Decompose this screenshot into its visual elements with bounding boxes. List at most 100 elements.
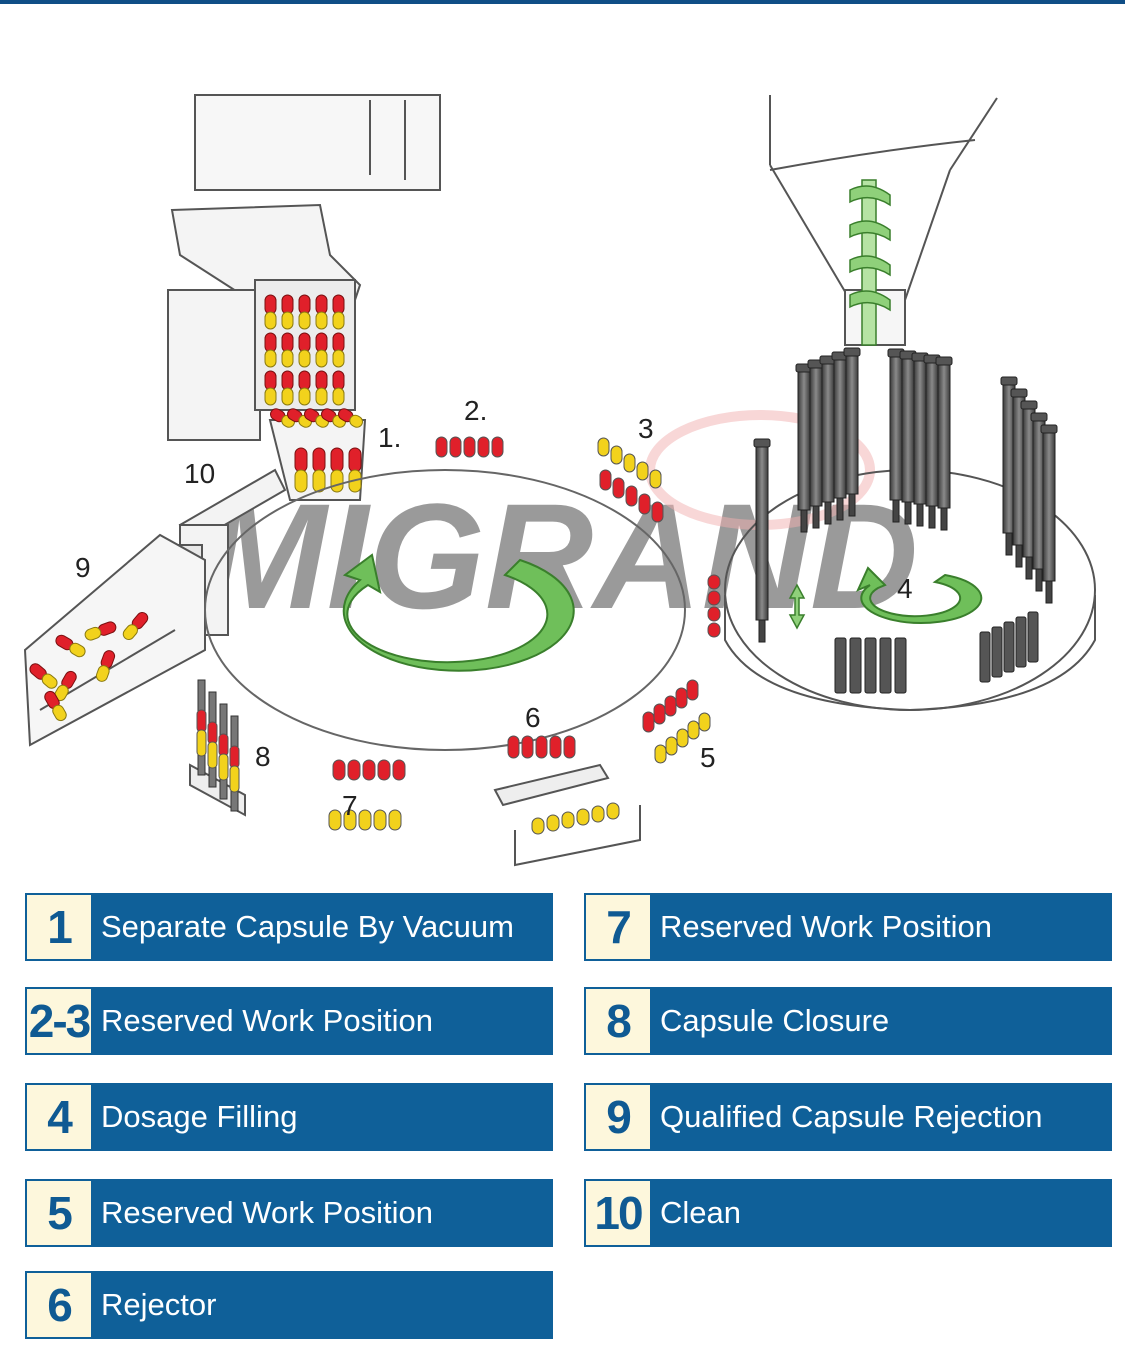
rejector-plate: [493, 763, 641, 867]
tamping-pin-icon: [894, 637, 907, 694]
capsule-half-icon: [392, 759, 406, 781]
capsule-icon: [332, 332, 345, 368]
capsule-icon: [298, 294, 311, 330]
capsule-half-icon: [675, 687, 688, 709]
capsule-icon: [54, 670, 77, 702]
capsule-half-icon: [343, 809, 357, 831]
legend-item-7: 7 Reserved Work Position: [584, 893, 1112, 961]
station-capsules: [328, 436, 721, 835]
capsule-half-icon: [435, 436, 448, 458]
dosing-hopper: [769, 95, 998, 346]
capsule-icon: [298, 332, 311, 368]
capsule-half-icon: [665, 736, 678, 756]
tamping-pin-icon: [991, 626, 1003, 678]
capsule-half-icon: [207, 741, 218, 769]
capsule-icon: [55, 634, 86, 658]
tamping-pin-icon: [979, 631, 991, 683]
tamping-pin-icon: [849, 637, 862, 694]
tamping-pin-icon: [834, 637, 847, 694]
legend-number: 5: [27, 1181, 93, 1245]
capsule-half-icon: [196, 729, 207, 757]
capsule-half-icon: [531, 817, 545, 835]
capsule-half-icon: [377, 759, 391, 781]
station-label-10: 10: [184, 458, 215, 489]
legend-number: 6: [27, 1273, 93, 1337]
station-label-7: 7: [342, 790, 358, 821]
capsule-icon: [264, 370, 277, 406]
capsule-half-icon: [707, 622, 721, 638]
station-label-6: 6: [525, 702, 541, 733]
capsule-half-icon: [535, 735, 548, 759]
legend-number: 2-3: [27, 989, 93, 1053]
capsule-half-icon: [687, 720, 700, 740]
capsule-half-icon: [653, 703, 666, 725]
capsule-half-icon: [328, 809, 342, 831]
station-label-3: 3: [638, 413, 654, 444]
capsule-filling-diagram: MIGRAND: [23, 94, 1096, 867]
capsule-icon: [330, 447, 344, 493]
capsule-half-icon: [625, 485, 638, 507]
capsule-half-icon: [491, 436, 504, 458]
capsule-half-icon: [651, 501, 664, 523]
legend-number: 10: [586, 1181, 652, 1245]
capsule-icon: [315, 370, 328, 406]
capsule-half-icon: [207, 721, 218, 745]
capsule-icon: [84, 621, 117, 641]
capsule-icon: [332, 370, 345, 406]
capsule-half-icon: [362, 759, 376, 781]
top-rule: [0, 0, 1125, 4]
station-label-4: 4: [897, 573, 913, 604]
station-labels: 1. 2. 3 4 5 6 7 8 9 10: [75, 395, 913, 821]
capsule-half-icon: [707, 606, 721, 622]
station-label-1: 1.: [378, 422, 401, 453]
capsule-icon: [312, 447, 326, 493]
legend-item-2-3: 2-3 Reserved Work Position: [25, 987, 553, 1055]
capsule-half-icon: [332, 759, 346, 781]
capsule-icon: [348, 447, 362, 493]
capsule-icon: [281, 294, 294, 330]
capsule-half-icon: [546, 814, 560, 832]
legend-number: 8: [586, 989, 652, 1053]
legend-label: Capsule Closure: [660, 1003, 890, 1038]
capsule-half-icon: [549, 735, 562, 759]
capsule-icon: [29, 663, 58, 689]
double-arrow-icon: [788, 583, 806, 630]
dosing-rotation-arrow-icon: [856, 566, 983, 624]
capsule-half-icon: [358, 809, 372, 831]
station-label-9: 9: [75, 552, 91, 583]
capsule-icon: [95, 650, 116, 682]
legend-number: 4: [27, 1085, 93, 1149]
tamping-pins: [753, 347, 1058, 694]
capsule-half-icon: [610, 445, 623, 465]
station-label-8: 8: [255, 741, 271, 772]
legend-label: Rejector: [101, 1287, 217, 1322]
capsule-half-icon: [388, 809, 402, 831]
capsule-half-icon: [218, 733, 229, 757]
legend-item-8: 8 Capsule Closure: [584, 987, 1112, 1055]
legend-label: Separate Capsule By Vacuum: [101, 909, 514, 944]
tamping-pin-icon: [1015, 616, 1027, 668]
capsule-icon: [44, 690, 67, 722]
capsule-icon: [332, 294, 345, 330]
tamping-rod-icon: [1020, 400, 1038, 580]
capsule-half-icon: [599, 469, 612, 491]
capsule-half-icon: [623, 453, 636, 473]
capsule-half-icon: [686, 679, 699, 701]
tamping-rod-icon: [753, 438, 771, 643]
capsule-half-icon: [597, 437, 610, 457]
tamping-pin-icon: [1027, 611, 1039, 663]
capsule-half-icon: [521, 735, 534, 759]
rotation-arrow-icon: [342, 553, 575, 672]
auger-screw-icon: [849, 179, 891, 346]
legend-item-10: 10 Clean: [584, 1179, 1112, 1247]
tamping-rod-icon: [795, 363, 813, 533]
capsule-icon: [264, 332, 277, 368]
legend-item-5: 5 Reserved Work Position: [25, 1179, 553, 1247]
tamping-rod-icon: [935, 356, 953, 531]
legend-number: 7: [586, 895, 652, 959]
capsule-half-icon: [612, 477, 625, 499]
capsule-half-icon: [591, 805, 605, 823]
capsule-icon: [315, 332, 328, 368]
capsule-icon: [264, 294, 277, 330]
legend-label: Qualified Capsule Rejection: [660, 1099, 1043, 1134]
